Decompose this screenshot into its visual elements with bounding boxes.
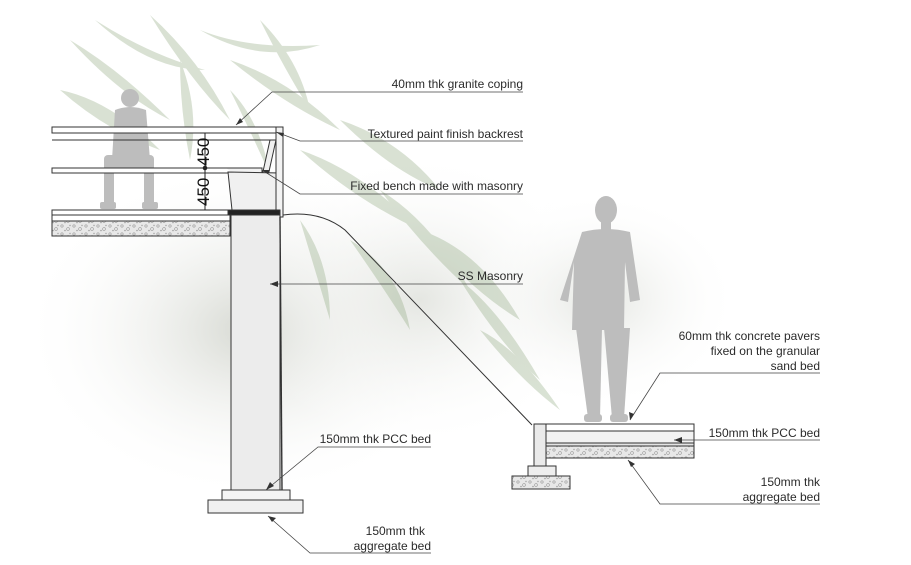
label-ss-masonry: SS Masonry (458, 269, 523, 283)
dimension-backrest: 450 (194, 138, 213, 166)
bench-structure (51, 126, 533, 514)
label-pcc-left: 150mm thk PCC bed (320, 432, 431, 446)
label-backrest-finish: Textured paint finish backrest (368, 127, 524, 141)
leader-lines (235, 91, 820, 554)
label-pavers-line1: 60mm thk concrete pavers (679, 329, 820, 343)
label-aggregate-right-line1: 150mm thk (761, 475, 821, 489)
label-aggregate-left-line1: 150mm thk (366, 524, 426, 538)
label-granite-coping: 40mm thk granite coping (392, 77, 523, 91)
sand-bed (545, 430, 695, 444)
label-pcc-right: 150mm thk PCC bed (709, 426, 820, 440)
concrete-pavers (545, 423, 695, 432)
paver-structure (511, 423, 695, 490)
aggregate-layer-top (51, 220, 231, 237)
label-aggregate-left-line2: aggregate bed (354, 539, 431, 553)
ss-masonry-wall (230, 214, 281, 492)
person-standing-icon (560, 196, 640, 422)
mist-background (20, 150, 740, 500)
granite-coping (51, 126, 284, 134)
pcc-bed-left (221, 489, 291, 501)
dimension-seat: 450 (194, 178, 213, 206)
leader-arrows (236, 118, 682, 522)
label-pavers-line2: fixed on the granular (711, 344, 820, 358)
dimension-line (200, 132, 210, 211)
edge-kerb (533, 423, 547, 467)
aggregate-bed-left (207, 499, 304, 514)
aggregate-bed-right (545, 445, 695, 459)
aggregate-kerb (511, 475, 571, 490)
label-aggregate-right-line2: aggregate bed (743, 490, 820, 504)
label-pavers-line3: sand bed (771, 359, 820, 373)
label-bench: Fixed bench made with masonry (350, 179, 523, 193)
